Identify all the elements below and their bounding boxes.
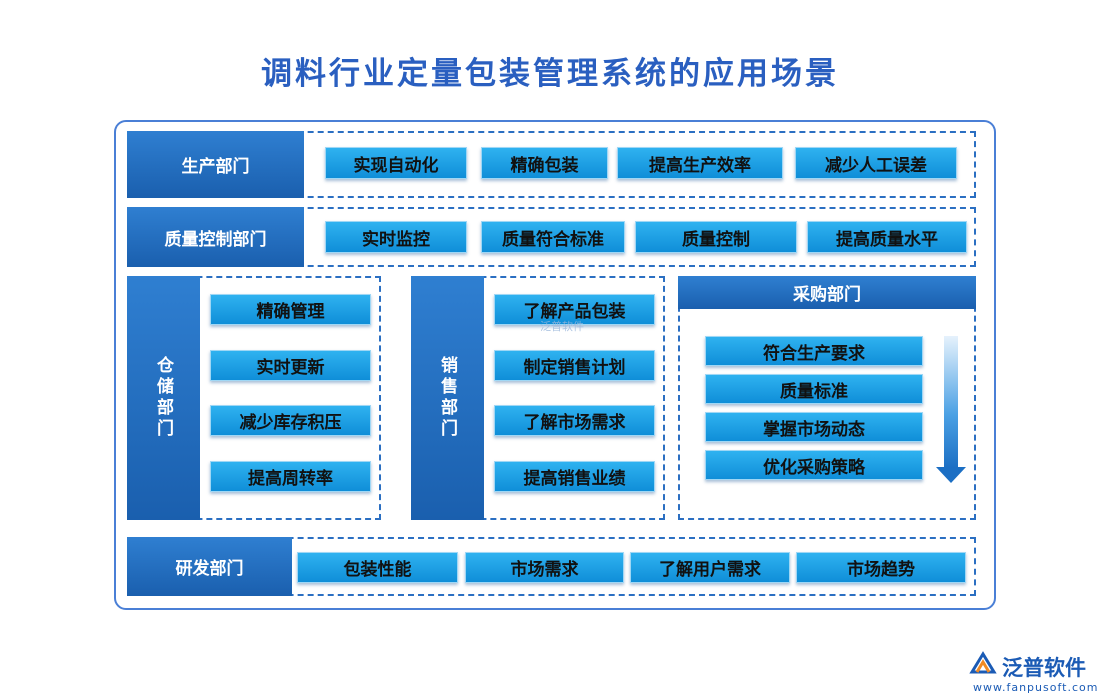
rnd-item: 包装性能	[297, 552, 458, 583]
logo-name: 泛普软件	[1002, 656, 1086, 680]
sales-item: 制定销售计划	[494, 350, 655, 381]
quality-dept-label: 质量控制部门	[127, 207, 304, 267]
warehouse-dept-label: 仓储部门	[127, 276, 200, 520]
production-item: 减少人工误差	[795, 147, 957, 179]
page-title: 调料行业定量包装管理系统的应用场景	[261, 56, 839, 92]
production-item: 实现自动化	[325, 147, 467, 179]
down-arrow-shaft	[944, 336, 958, 468]
down-arrow-icon	[936, 467, 966, 483]
logo-mark-icon	[968, 650, 998, 680]
production-dept-label: 生产部门	[127, 131, 304, 198]
sales-item: 了解产品包装	[494, 294, 655, 325]
purchase-item: 优化采购策略	[705, 450, 923, 480]
warehouse-item: 实时更新	[210, 350, 371, 381]
rnd-item: 了解用户需求	[630, 552, 790, 583]
production-item: 精确包装	[481, 147, 608, 179]
rnd-dept-label: 研发部门	[127, 537, 292, 596]
quality-item: 实时监控	[325, 221, 467, 253]
purchase-item: 符合生产要求	[705, 336, 923, 366]
rnd-item: 市场需求	[465, 552, 624, 583]
purchase-item: 掌握市场动态	[705, 412, 923, 442]
quality-item: 质量控制	[635, 221, 797, 253]
warehouse-item: 提高周转率	[210, 461, 371, 492]
rnd-item: 市场趋势	[796, 552, 966, 583]
production-item: 提高生产效率	[617, 147, 783, 179]
warehouse-item: 精确管理	[210, 294, 371, 325]
outer-frame	[114, 120, 996, 610]
quality-item: 质量符合标准	[481, 221, 625, 253]
sales-item: 了解市场需求	[494, 405, 655, 436]
warehouse-item: 减少库存积压	[210, 405, 371, 436]
center-watermark: 泛普软件	[540, 320, 584, 333]
sales-item: 提高销售业绩	[494, 461, 655, 492]
sales-dept-label: 销售部门	[411, 276, 484, 520]
purchase-item: 质量标准	[705, 374, 923, 404]
quality-item: 提高质量水平	[807, 221, 967, 253]
purchase-dept-label: 采购部门	[678, 276, 976, 309]
logo-url: www.fanpusoft.com	[973, 681, 1099, 694]
